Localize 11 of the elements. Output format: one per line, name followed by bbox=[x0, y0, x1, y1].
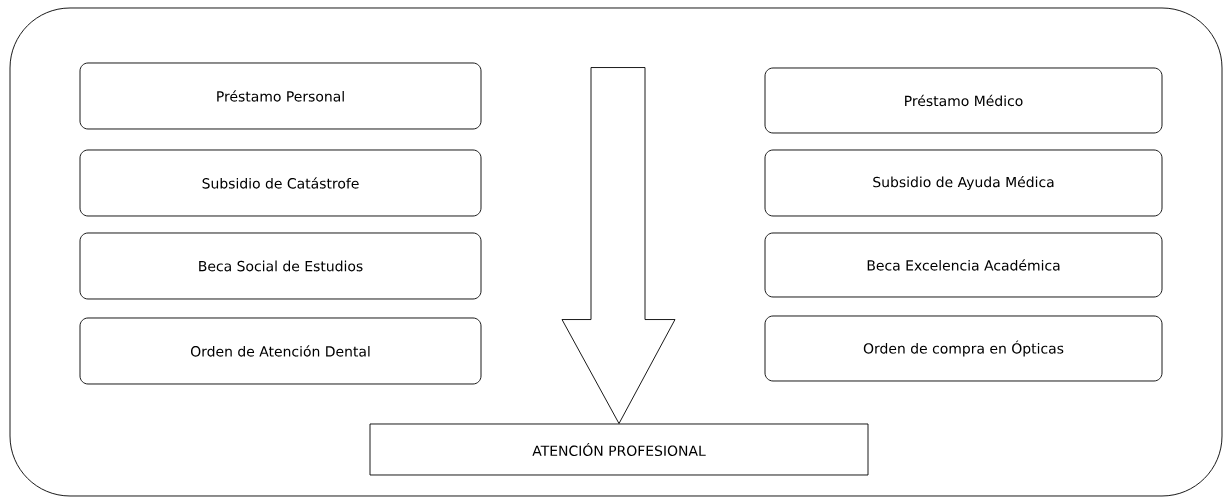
result-box: ATENCIÓN PROFESIONAL bbox=[369, 423, 869, 476]
item-box: Orden de compra en Ópticas bbox=[764, 315, 1163, 382]
item-box: Préstamo Médico bbox=[764, 67, 1163, 134]
item-box: Subsidio de Ayuda Médica bbox=[764, 149, 1163, 217]
item-box: Orden de Atención Dental bbox=[79, 317, 482, 385]
item-box: Beca Excelencia Académica bbox=[764, 232, 1163, 298]
item-box: Préstamo Personal bbox=[79, 62, 482, 130]
item-box: Beca Social de Estudios bbox=[79, 232, 482, 300]
frame-box bbox=[9, 7, 1223, 497]
block-arrow bbox=[561, 67, 676, 424]
item-box: Subsidio de Catástrofe bbox=[79, 149, 482, 217]
